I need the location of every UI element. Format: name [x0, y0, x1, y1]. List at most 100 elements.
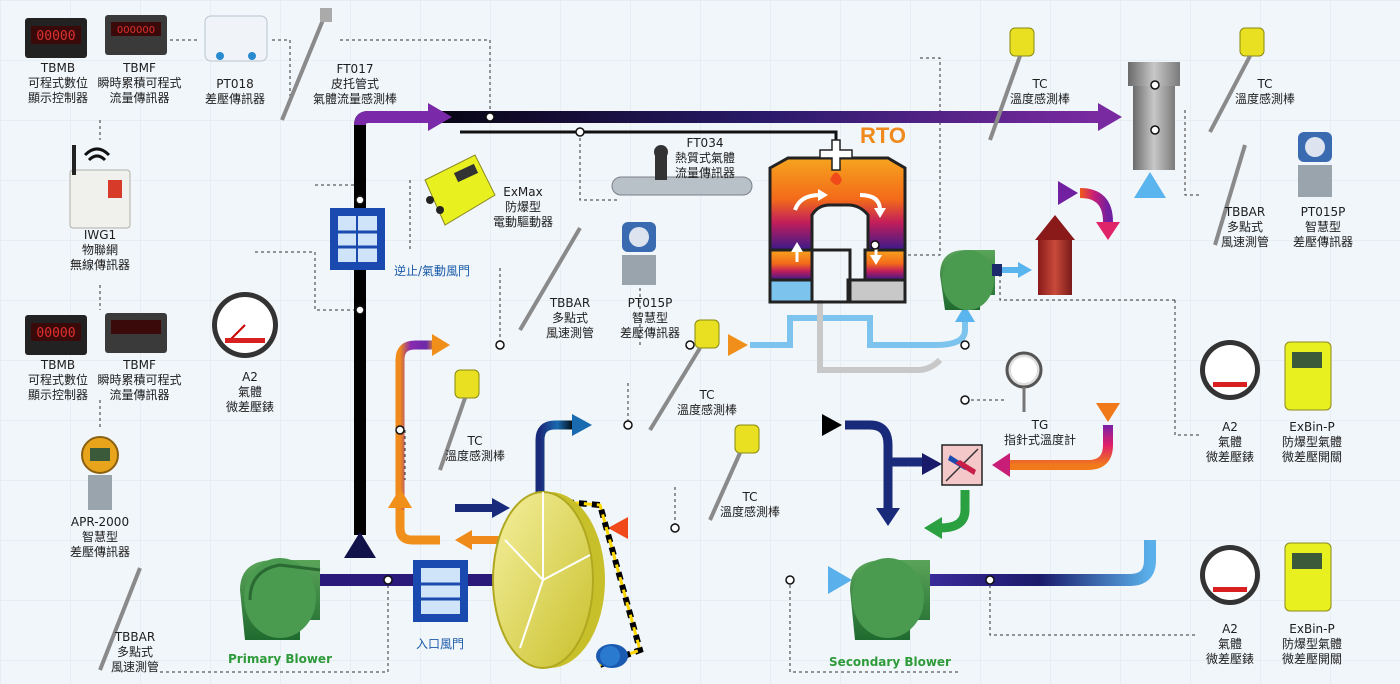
- rto-unit: [768, 139, 907, 304]
- device-tbbar-bl: [98, 567, 142, 671]
- label-a2-left: A2 氣體 微差壓錶: [210, 370, 290, 415]
- device-ft034: [611, 145, 753, 196]
- label-line: A2: [1222, 622, 1238, 636]
- label-pt015p-mid: PT015P 智慧型 差壓傳訊器: [605, 296, 695, 341]
- device-apr2000: [81, 436, 119, 510]
- label-line: TBMB: [40, 61, 76, 75]
- up-arrowhead-left: [344, 532, 376, 558]
- label-line: 顯示控制器: [27, 91, 88, 105]
- label-line: 氣體: [237, 385, 262, 399]
- label-line: 瞬時累積可程式: [97, 76, 182, 90]
- label-line: TG: [1031, 418, 1049, 432]
- device-tbmb-mid: 00000: [25, 315, 87, 355]
- device-a2-right-bot: [1200, 545, 1260, 605]
- label-line: 瞬時累積可程式: [97, 373, 182, 387]
- device-exbin-top: [1284, 341, 1332, 411]
- flow-top-arrowhead: [1098, 103, 1122, 131]
- label-tbmb-top: TBMB 可程式數位 顯示控制器: [18, 61, 98, 106]
- label-line: TBMF: [123, 358, 156, 372]
- label-line: 差壓傳訊器: [69, 545, 130, 559]
- device-tbmb-top: 00000: [25, 18, 87, 58]
- label-inlet-damper: 入口風門: [415, 637, 464, 651]
- heat-exchanger: [941, 444, 983, 486]
- label-line: 微差壓錶: [1205, 652, 1254, 666]
- label-line: 氣體流量感測棒: [312, 92, 397, 106]
- label-line: A2: [242, 370, 258, 384]
- label-line: PT018: [216, 77, 254, 91]
- label-line: 皮托管式: [330, 77, 379, 91]
- label-line: 防爆型氣體: [1281, 637, 1342, 651]
- label-line: 防爆型氣體: [1281, 435, 1342, 449]
- label-line: 無線傳訊器: [69, 258, 130, 272]
- inlet-damper-shape: [413, 560, 468, 622]
- label-line: 可程式數位: [27, 76, 88, 90]
- flow-mid-purple: [395, 340, 435, 510]
- label-line: TC: [699, 388, 715, 402]
- label-line: 氣體: [1217, 637, 1242, 651]
- label-line: 風速測管: [110, 660, 159, 674]
- label-line: 差壓傳訊器: [204, 92, 265, 106]
- label-line: 微差壓開關: [1281, 652, 1342, 666]
- label-check-damper: 逆止/氣動風門: [393, 264, 471, 278]
- label-line: 智慧型: [1304, 220, 1341, 234]
- label-line: 流量傳訊器: [674, 166, 735, 180]
- label-line: TBBAR: [114, 630, 156, 644]
- label-pt015p-right: PT015P 智慧型 差壓傳訊器: [1278, 205, 1368, 250]
- label-tc-top: TC 溫度感測棒: [995, 77, 1085, 107]
- device-tbbar-mid: [518, 226, 582, 332]
- label-line: A2: [1222, 420, 1238, 434]
- connector-dots: [355, 80, 1160, 585]
- device-tbmf-mid: [105, 313, 167, 353]
- label-line: 流量傳訊器: [109, 388, 170, 402]
- label-ft017: FT017 皮托管式 氣體流量感測棒: [300, 62, 410, 107]
- label-line: 智慧型: [631, 311, 668, 325]
- label-pt018: PT018 差壓傳訊器: [195, 77, 275, 107]
- label-tbmb-mid: TBMB 可程式數位 顯示控制器: [18, 358, 98, 403]
- label-tbbar-mid: TBBAR 多點式 風速測管: [530, 296, 610, 341]
- label-line: TC: [742, 490, 758, 504]
- label-line: TBBAR: [549, 296, 591, 310]
- label-tg: TG 指針式溫度計: [985, 418, 1095, 448]
- label-line: 流量傳訊器: [109, 91, 170, 105]
- label-line: TBMF: [123, 61, 156, 75]
- label-line: 微差壓錶: [1205, 450, 1254, 464]
- label-line: FT017: [336, 62, 374, 76]
- label-line: 電動驅動器: [492, 215, 553, 229]
- device-tc-top: [988, 27, 1035, 141]
- flow-center-blue: [535, 420, 575, 495]
- device-ft017: [280, 8, 332, 121]
- device-pt015p-right: [1298, 132, 1332, 197]
- label-line: 多點式: [116, 645, 153, 659]
- label-line: 溫度感測棒: [719, 505, 780, 519]
- device-tbmf-top: 000000: [105, 15, 167, 55]
- label-line: PT015P: [1300, 205, 1346, 219]
- label-line: 氣體: [1217, 435, 1242, 449]
- device-tc-right: [1208, 27, 1265, 133]
- label-line: 風速測管: [545, 326, 594, 340]
- label-line: 差壓傳訊器: [1292, 235, 1353, 249]
- label-primary-blower: Primary Blower: [228, 652, 332, 666]
- label-a2-right-top: A2 氣體 微差壓錶: [1190, 420, 1270, 465]
- label-line: 指針式溫度計: [1003, 433, 1076, 447]
- label-line: ExBin-P: [1289, 622, 1335, 636]
- device-tbbar-right: [1213, 144, 1247, 246]
- label-exbin-top: ExBin-P 防爆型氣體 微差壓開關: [1262, 420, 1362, 465]
- label-line: TC: [467, 434, 483, 448]
- label-line: 顯示控制器: [27, 388, 88, 402]
- chimney: [1128, 62, 1180, 170]
- label-apr2000: APR-2000 智慧型 差壓傳訊器: [60, 515, 140, 560]
- svg-text:00000: 00000: [36, 29, 75, 44]
- label-a2-right-bot: A2 氣體 微差壓錶: [1190, 622, 1270, 667]
- label-tc-lower: TC 溫度感測棒: [705, 490, 795, 520]
- label-line: 差壓傳訊器: [619, 326, 680, 340]
- label-line: PT015P: [627, 296, 673, 310]
- label-tc-leftmid: TC 溫度感測棒: [430, 434, 520, 464]
- rto-blower-shape: [940, 250, 1032, 310]
- label-line: 物聯網: [81, 243, 118, 257]
- label-exbin-bot: ExBin-P 防爆型氣體 微差壓開關: [1262, 622, 1362, 667]
- red-stack: [1035, 215, 1075, 295]
- label-rto: RTO: [859, 123, 907, 148]
- label-line: TBBAR: [1224, 205, 1266, 219]
- device-exmax: [424, 154, 496, 226]
